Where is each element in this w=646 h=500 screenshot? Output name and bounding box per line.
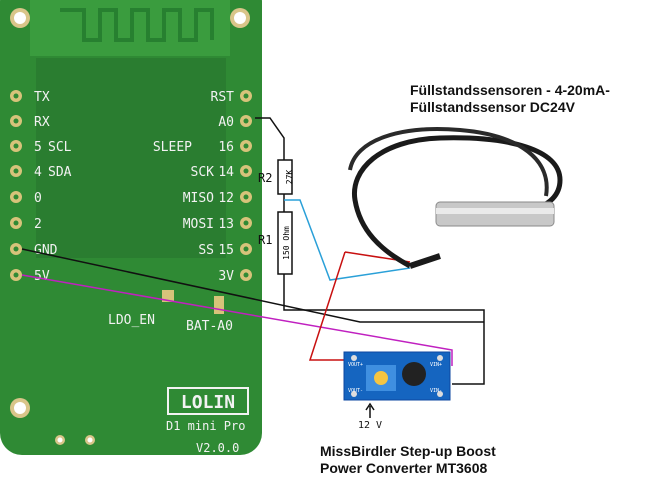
converter-label-line2: Power Converter MT3608 xyxy=(320,460,488,476)
pin-label-tx: TX xyxy=(34,90,50,105)
pin-label-sleep: SLEEP xyxy=(153,140,192,155)
converter-pcb xyxy=(343,351,451,401)
pin-label-ss: SS xyxy=(198,243,214,258)
pin-label-16: 16 xyxy=(218,140,234,155)
resistor-r2-value: 27K xyxy=(285,170,294,185)
resistor-r2-label: R2 xyxy=(258,171,272,185)
antenna-trace xyxy=(60,8,214,42)
wire-gnd xyxy=(21,248,484,323)
resistor-r1-value: 150 Ohm xyxy=(282,226,291,260)
pin-label-0: 0 xyxy=(34,191,42,206)
pin-label-4: 4 xyxy=(34,165,42,180)
board-version: V2.0.0 xyxy=(196,441,239,455)
pin-label-mosi: MOSI xyxy=(183,217,214,232)
converter-label-line1: MissBirdler Step-up Boost xyxy=(320,443,496,459)
level-sensor xyxy=(348,127,563,269)
converter-pin-vout-minus: VOUT- xyxy=(348,388,363,394)
pin-label-14: 14 xyxy=(218,165,234,180)
pad-label-ldo-en: LDO_EN xyxy=(108,313,155,328)
pin-label-5: 5 xyxy=(34,140,42,155)
pin-label-miso: MISO xyxy=(183,191,214,206)
wires xyxy=(21,117,485,385)
board-model: D1 mini Pro xyxy=(166,419,245,433)
resistor-r2 xyxy=(277,159,293,195)
module-shield xyxy=(36,58,226,258)
pin-label-sck: SCK xyxy=(191,165,215,180)
wire-a0-r2 xyxy=(255,117,485,385)
input-arrow-icon xyxy=(365,402,375,418)
converter-inductor xyxy=(402,362,426,386)
pad-label-bat-a0: BAT-A0 xyxy=(186,319,233,334)
pin-label-sda: SDA xyxy=(48,165,72,180)
logo-frame xyxy=(167,387,249,415)
bat-a0-pad xyxy=(214,296,224,314)
pin-label-15: 15 xyxy=(218,243,234,258)
pin-label-gnd: GND xyxy=(34,243,58,258)
pin-label-a0: A0 xyxy=(218,115,234,130)
converter-pin-vout-plus: VOUT+ xyxy=(348,362,363,368)
wire-5v-vin xyxy=(21,274,453,366)
pin-label-rst: RST xyxy=(211,90,235,105)
pin-label-3v: 3V xyxy=(218,269,234,284)
d1-mini-pro-board: TX RX 5 SCL 4 SDA 0 2 GND 5V RST A0 16 S… xyxy=(0,0,262,455)
converter-pin-vin-plus: VIN+ xyxy=(430,362,442,368)
resistor-r1 xyxy=(277,211,293,275)
resistor-r1-label: R1 xyxy=(258,233,272,247)
pin-label-rx: RX xyxy=(34,115,50,130)
pin-label-2: 2 xyxy=(34,217,42,232)
wire-sensor-power xyxy=(308,251,346,361)
sensor-title-line2: Füllstandssensor DC24V xyxy=(410,99,575,115)
ldo-en-pad xyxy=(162,290,174,302)
wire-sensor-signal xyxy=(284,199,411,281)
converter-input-voltage: 12 V xyxy=(358,420,382,431)
sensor-title-line1: Füllstandssensoren - 4-20mA- xyxy=(410,82,610,98)
board-brand: LOLIN xyxy=(181,392,235,413)
pin-label-12: 12 xyxy=(218,191,234,206)
boost-converter: VOUT+ VOUT- VIN+ VIN- 12 V xyxy=(343,351,451,431)
pin-label-13: 13 xyxy=(218,217,234,232)
pin-label-scl: SCL xyxy=(48,140,72,155)
converter-pin-vin-minus: VIN- xyxy=(430,388,442,394)
resistors: 27K R2 150 Ohm R1 xyxy=(258,159,294,275)
pin-label-5v: 5V xyxy=(34,269,50,284)
